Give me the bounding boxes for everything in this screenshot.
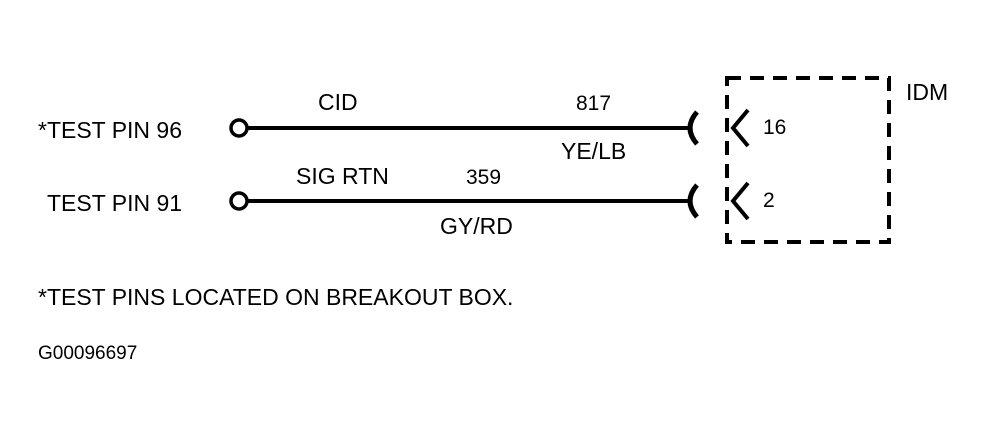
module-label: IDM [906, 79, 948, 105]
test-pin-96-terminal [229, 118, 249, 138]
wire-2-circuit-name: SIG RTN [296, 163, 389, 189]
wire-2-connector-male [730, 181, 750, 221]
footnote: *TEST PINS LOCATED ON BREAKOUT BOX. [38, 284, 513, 310]
idm-module-outline [725, 76, 891, 244]
wire-2: TEST PIN 91 SIG RTN 359 GY/RD 2 [47, 163, 775, 239]
wire-1-connector-male [730, 108, 750, 148]
wire-2-connector-pin: 2 [763, 189, 775, 212]
wire-1: *TEST PIN 96 CID 817 YE/LB 16 [38, 89, 786, 164]
test-pin-91-terminal [229, 191, 249, 211]
test-pin-91-label: TEST PIN 91 [47, 190, 182, 216]
wire-2-connector-female [687, 183, 699, 219]
test-pin-96-label: *TEST PIN 96 [38, 117, 182, 143]
wire-2-circuit-number: 359 [466, 166, 501, 189]
wire-1-wire-color: YE/LB [561, 138, 626, 164]
wire-2-wire-color: GY/RD [440, 213, 513, 239]
figure-code: G00096697 [38, 343, 137, 364]
wire-1-circuit-name: CID [318, 89, 358, 115]
wire-1-connector-female [687, 110, 699, 146]
wire-1-circuit-number: 817 [576, 92, 611, 115]
wire-1-connector-pin: 16 [763, 116, 786, 139]
